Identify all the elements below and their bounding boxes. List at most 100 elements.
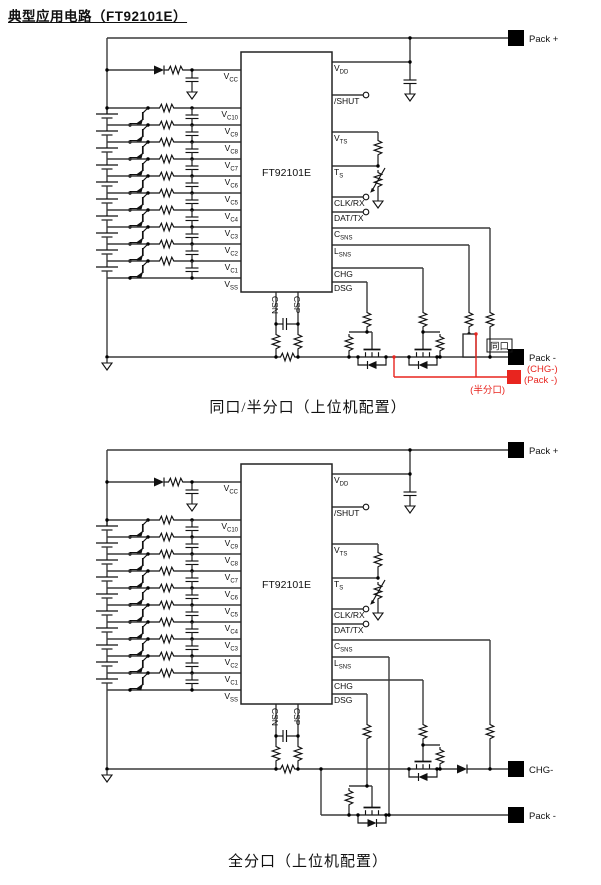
pack-plus-label: Pack + [529, 34, 559, 45]
pin-label-vc1: VC1 [225, 674, 239, 687]
battery-cell-row [96, 669, 241, 692]
pin-label-vc6: VC6 [225, 177, 239, 190]
pin-label-vc7: VC7 [225, 572, 239, 585]
pin-label-lsns: LSNS [334, 658, 351, 671]
chg-gs-resistor [435, 746, 445, 768]
battery-cell-row [96, 206, 241, 229]
chg-minus-alt-label: (CHG-) [527, 364, 558, 375]
chg-minus-label: CHG- [529, 765, 553, 776]
pin-label-vdd: VDD [334, 63, 349, 76]
battery-cell-row [96, 138, 241, 161]
dat-terminal [362, 208, 370, 216]
thermistor [370, 580, 385, 605]
circuit1-left-pin-labels: VCC VC10 VC9 VC8 VC7 VC6 VC5 VC4 VC3 VC2… [221, 71, 238, 292]
pin-label-vcc: VCC [224, 483, 239, 496]
csn-resistor [271, 743, 281, 765]
sense-resistor [277, 352, 299, 362]
vcc-capacitor [184, 489, 200, 495]
circuit-2: FT92101E VCC VC10 VC9 VC8 VC7 VC6 VC5 VC… [96, 442, 559, 870]
pin-label-vdd: VDD [334, 475, 349, 488]
pack-minus-label: Pack - [529, 811, 556, 822]
dsg-mosfet [357, 806, 387, 828]
chg-gs-resistor [435, 333, 445, 355]
vdd-capacitor [402, 79, 418, 85]
pack-minus-label: Pack - [529, 353, 556, 364]
pin-label-vc5: VC5 [225, 606, 239, 619]
pin-label-lsns: LSNS [334, 246, 351, 259]
pin-label-ts: TS [334, 579, 343, 592]
pin-label-chg: CHG [334, 681, 353, 691]
battery-cell-row [96, 533, 241, 556]
pin-label-csp: CSP [292, 708, 302, 726]
pin-label-chg: CHG [334, 269, 353, 279]
dsg-gs-resistor [344, 333, 354, 355]
pin-label-vc9: VC9 [225, 538, 239, 551]
battery-cell-row [96, 155, 241, 178]
battery-cell-row [96, 189, 241, 212]
circuit2-wires [106, 449, 508, 816]
battery-stack-2 [96, 516, 241, 692]
half-split-label: (半分口) [470, 384, 505, 396]
ic-name: FT92101E [262, 167, 311, 179]
battery-cell-row [96, 601, 241, 624]
pin-label-shut: /SHUT [334, 96, 360, 106]
vcc-diode [153, 476, 165, 488]
ground-icon [404, 501, 416, 514]
pin-label-vts: VTS [334, 133, 347, 146]
pin-label-csp: CSP [292, 296, 302, 314]
csns-resistor [485, 721, 495, 743]
pack-minus-terminal [508, 349, 524, 365]
circuit2-left-pin-labels: VCC VC10 VC9 VC8 VC7 VC6 VC5 VC4 VC3 VC2… [221, 483, 238, 704]
pin-label-vc2: VC2 [225, 245, 239, 258]
pin-label-vc1: VC1 [225, 262, 239, 275]
pin-label-vc4: VC4 [225, 211, 239, 224]
pin-label-vc8: VC8 [225, 143, 239, 156]
csp-resistor [293, 331, 303, 353]
shut-terminal [362, 91, 370, 99]
circuit2-terminals: Pack + CHG- Pack - [508, 442, 559, 823]
pin-label-dattx: DAT/TX [334, 213, 364, 223]
pin-label-vc3: VC3 [225, 640, 239, 653]
ground-icon [186, 499, 198, 512]
csns-resistor [485, 309, 495, 331]
battery-cell-row [96, 257, 241, 280]
pin-label-dsg: DSG [334, 695, 352, 705]
pin-label-vc6: VC6 [225, 589, 239, 602]
vts-resistor [373, 549, 383, 571]
battery-cell-row [96, 584, 241, 607]
chg-mosfet [408, 348, 438, 370]
battery-cell-row [96, 172, 241, 195]
pin-label-ts: TS [334, 167, 343, 180]
pin-label-vc3: VC3 [225, 228, 239, 241]
chg-gate-resistor [418, 721, 428, 743]
pack-minus-terminal [508, 807, 524, 823]
pin-label-vc9: VC9 [225, 126, 239, 139]
csp-resistor [293, 743, 303, 765]
pin-label-csn: CSN [270, 708, 280, 726]
ground-icon [404, 89, 416, 102]
battery-cell-row [96, 121, 241, 144]
pin-label-vc10: VC10 [221, 109, 238, 122]
pack-plus-terminal [508, 30, 524, 46]
ground-icon [186, 87, 198, 100]
circuit2-right-pin-labels: VDD /SHUT VTS TS CLK/RX DAT/TX CSNS LSNS… [334, 475, 365, 705]
pack-plus-terminal [508, 442, 524, 458]
battery-cell-row [96, 223, 241, 246]
battery-cell-row [96, 104, 241, 127]
vcc-resistor [165, 65, 187, 75]
vcc-capacitor [184, 77, 200, 83]
circuit1-caption: 同口/半分口（上位机配置） [209, 399, 406, 416]
battery-stack-1 [96, 104, 241, 280]
shut-terminal [362, 503, 370, 511]
dsg-mosfet [357, 348, 387, 370]
battery-cell-row [96, 567, 241, 590]
vcc-resistor [165, 477, 187, 487]
vdd-capacitor [402, 491, 418, 497]
pin-label-clkrx: CLK/RX [334, 610, 365, 620]
pin-label-vts: VTS [334, 545, 347, 558]
csn-resistor [271, 331, 281, 353]
chg-mosfet [408, 760, 438, 782]
ground-icon [101, 770, 113, 783]
